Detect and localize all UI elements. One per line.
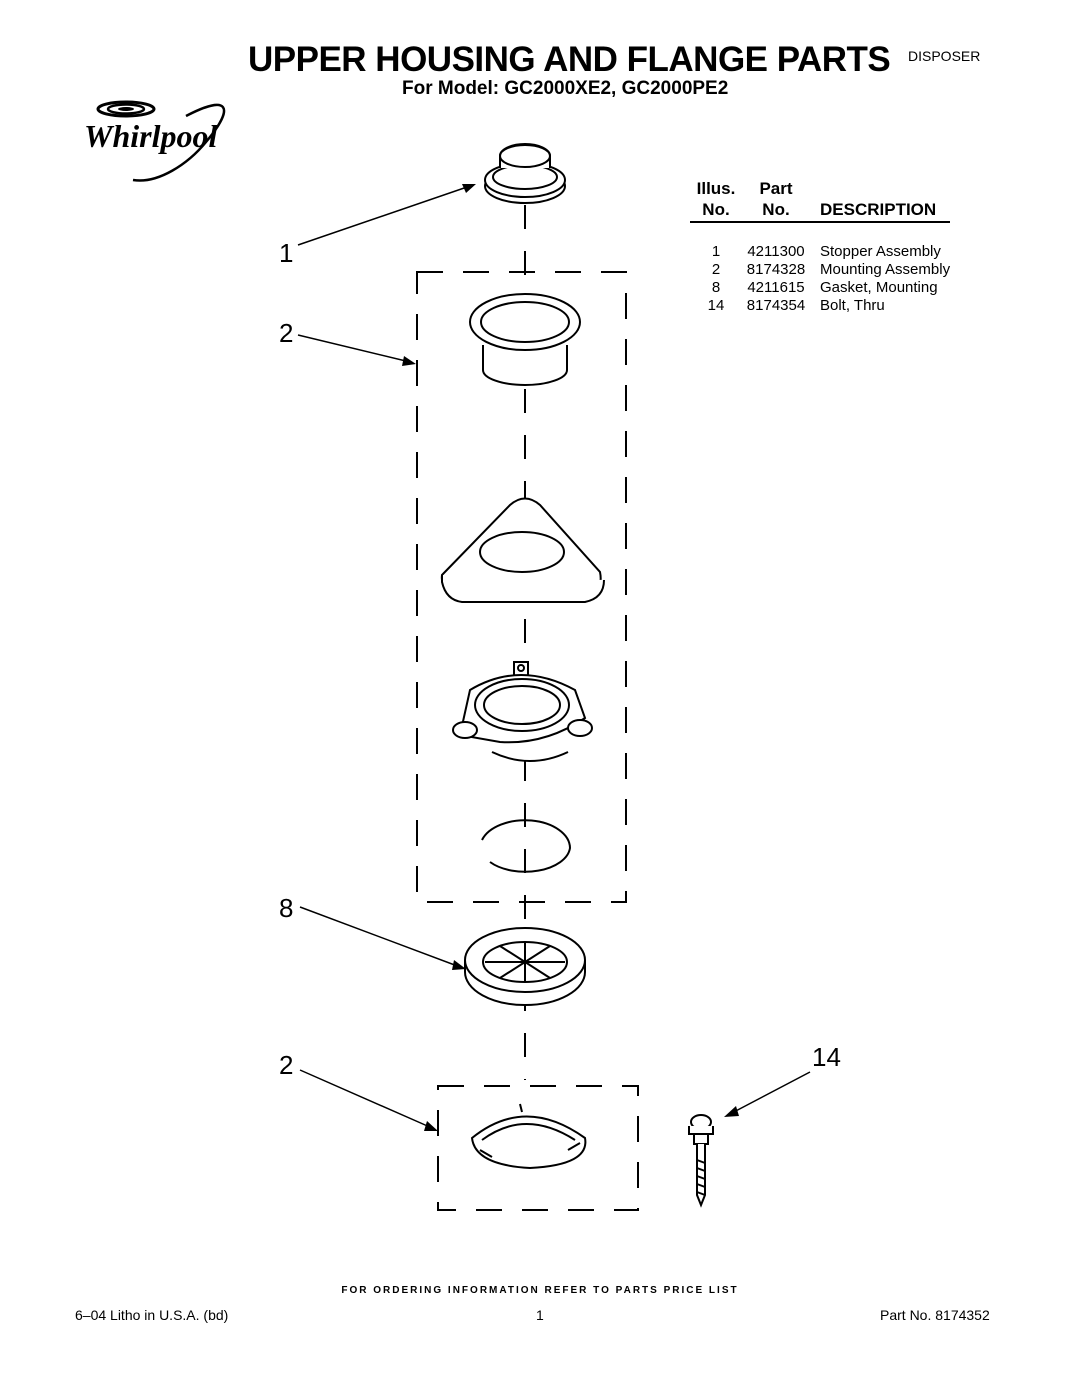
arrowhead-8 — [452, 960, 466, 970]
arrowhead-1 — [462, 184, 476, 193]
model-subtitle: For Model: GC2000XE2, GC2000PE2 — [402, 78, 729, 99]
category-label: DISPOSER — [908, 48, 981, 64]
part-no: 8174354 — [746, 297, 806, 314]
illus-no: 8 — [711, 279, 721, 296]
header-illus-top: Illus. — [696, 179, 736, 198]
arrowhead-14 — [724, 1106, 739, 1117]
table-row: 2 8174328 Mounting Assembly — [690, 261, 950, 279]
leader-line-2b — [299, 1069, 433, 1129]
header-illus-bottom: No. — [690, 199, 742, 223]
table-row: 1 4211300 Stopper Assembly — [690, 222, 950, 261]
callout-1: 1 — [279, 238, 294, 268]
illus-no: 14 — [707, 297, 725, 314]
leader-line-2a — [297, 334, 411, 363]
part-no: 4211615 — [747, 279, 805, 296]
leader-line-1 — [297, 185, 471, 246]
whirlpool-logo: Whirlpool — [84, 100, 226, 182]
svg-text:Whirlpool: Whirlpool — [84, 118, 217, 154]
leader-line-8 — [299, 906, 461, 968]
callout-14: 14 — [812, 1042, 841, 1072]
snap-ring-part — [481, 819, 572, 873]
header-part-top: Part — [759, 179, 793, 198]
leader-line-14 — [729, 1071, 811, 1115]
illus-no: 1 — [711, 243, 721, 260]
arrowhead-2a — [402, 356, 416, 366]
mounting-assembly-bracket — [416, 271, 627, 903]
table-row: 8 4211615 Gasket, Mounting — [690, 279, 950, 297]
part-no: 4211300 — [747, 243, 805, 260]
thru-bolt-part — [688, 1114, 714, 1208]
callout-2a: 2 — [279, 318, 294, 348]
part-description: Gasket, Mounting — [820, 279, 938, 296]
sink-flange-part — [469, 293, 581, 386]
page-title: UPPER HOUSING AND FLANGE PARTS — [248, 40, 891, 79]
table-row: 14 8174354 Bolt, Thru — [690, 297, 950, 315]
page-number: 1 — [536, 1307, 544, 1323]
header-part-bottom: No. — [742, 199, 810, 223]
part-description: Mounting Assembly — [820, 261, 951, 278]
litho-note: 6–04 Litho in U.S.A. (bd) — [75, 1307, 229, 1323]
arrowhead-2b — [424, 1121, 438, 1131]
header-description: DESCRIPTION — [810, 199, 951, 223]
part-no: 8174328 — [746, 261, 806, 278]
callout-2b: 2 — [279, 1050, 294, 1080]
callout-8: 8 — [279, 893, 294, 923]
ordering-note: FOR ORDERING INFORMATION REFER TO PARTS … — [341, 1285, 739, 1296]
stopper-assembly-part — [484, 143, 566, 204]
part-description: Stopper Assembly — [820, 243, 941, 260]
mounting-ring-part — [452, 661, 593, 762]
illus-no: 2 — [711, 261, 721, 278]
part-description: Bolt, Thru — [820, 297, 885, 314]
parts-table: Illus. Part No. No. DESCRIPTION 1 421130… — [690, 178, 951, 315]
document-part-number: Part No. 8174352 — [880, 1307, 990, 1323]
backup-flange-part — [440, 497, 605, 603]
mounting-gasket-part — [464, 927, 586, 1006]
lower-mounting-ring-part — [470, 1103, 587, 1170]
lower-assembly-bracket — [437, 1085, 639, 1211]
